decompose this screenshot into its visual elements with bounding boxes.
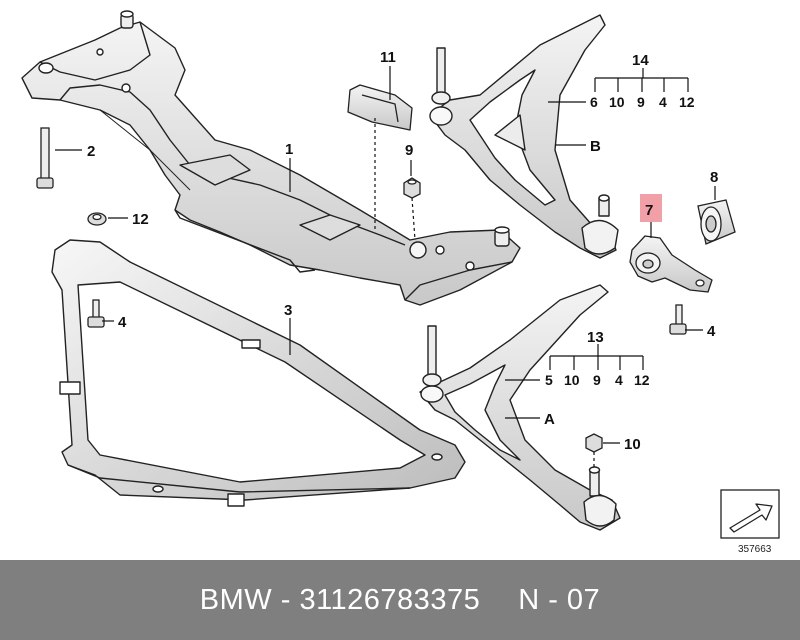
label-1: 1	[285, 141, 293, 158]
label-4-left: 4	[118, 314, 127, 331]
bolt-part-4-right	[669, 304, 687, 335]
part-position: N - 07	[518, 583, 601, 616]
bushing-part-8	[697, 199, 736, 245]
parts-diagram: 1 2 12 3 4 11 9 14 6 10 9 4 12 B 8 7 4 1…	[21, 10, 780, 555]
bolt-part-4-left	[87, 299, 105, 328]
footer-bar: BMW - 31126783375 N - 07	[0, 560, 800, 640]
label-7: 7	[645, 202, 653, 219]
wishbone-a	[419, 284, 621, 531]
group14-part-1: 6	[590, 94, 598, 110]
callout-lines	[55, 66, 716, 470]
group14-part-5: 12	[679, 94, 695, 110]
subframe-part-1	[21, 10, 521, 306]
group14-part-4: 4	[659, 94, 667, 110]
nut-part-12	[87, 212, 107, 226]
highlight-box	[640, 194, 662, 222]
label-9: 9	[405, 142, 413, 159]
bolt-part-2	[36, 127, 54, 189]
diagram-reference: 357663	[738, 544, 772, 555]
label-a: A	[544, 411, 555, 428]
label-2: 2	[87, 143, 95, 160]
part-number: BMW - 31126783375	[199, 583, 481, 616]
nut-part-9	[403, 177, 421, 199]
label-11: 11	[380, 49, 396, 66]
label-3: 3	[284, 302, 292, 319]
group13-part-2: 10	[564, 372, 580, 388]
callout-labels: 1 2 12 3 4 11 9 14 6 10 9 4 12 B 8 7 4 1…	[87, 49, 718, 453]
group13-part-4: 4	[615, 372, 623, 388]
label-13: 13	[587, 329, 604, 346]
label-8: 8	[710, 169, 718, 186]
reinforcement-frame-part-3	[51, 239, 466, 507]
nut-part-10	[585, 433, 603, 453]
group14-part-3: 9	[637, 94, 645, 110]
group13-part-1: 5	[545, 372, 553, 388]
bracket-bushing-part-7	[629, 235, 713, 293]
label-14: 14	[632, 52, 649, 69]
wishbone-b	[429, 14, 619, 259]
label-b: B	[590, 138, 601, 155]
label-12-left: 12	[132, 211, 149, 228]
bracket-part-11	[347, 84, 413, 131]
label-10: 10	[624, 436, 641, 453]
group14-part-2: 10	[609, 94, 625, 110]
group13-part-3: 9	[593, 372, 601, 388]
group13-part-5: 12	[634, 372, 650, 388]
label-4-right: 4	[707, 323, 716, 340]
orientation-arrow-icon	[720, 489, 780, 539]
